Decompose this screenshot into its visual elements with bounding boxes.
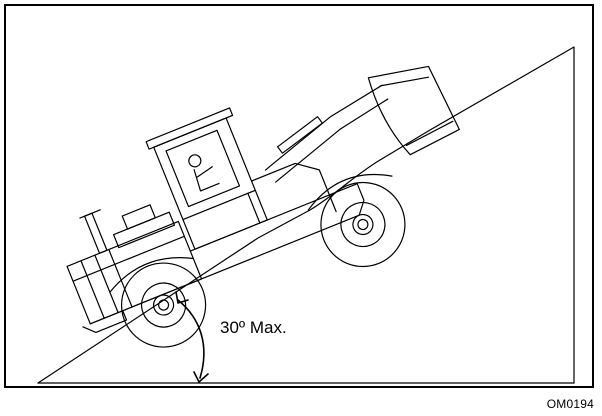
slope-triangle bbox=[37, 46, 575, 384]
diagram-frame bbox=[4, 4, 594, 388]
operator-icon bbox=[188, 154, 220, 192]
front-wheel bbox=[320, 181, 406, 268]
cab bbox=[145, 107, 268, 250]
wheel-loader-icon bbox=[66, 65, 460, 348]
figure-code: OM0194 bbox=[546, 397, 594, 411]
rear-wheel bbox=[120, 262, 207, 348]
bucket bbox=[367, 65, 460, 156]
angle-label: 30º Max. bbox=[220, 318, 287, 337]
double-arrow-arc-icon bbox=[175, 291, 209, 383]
